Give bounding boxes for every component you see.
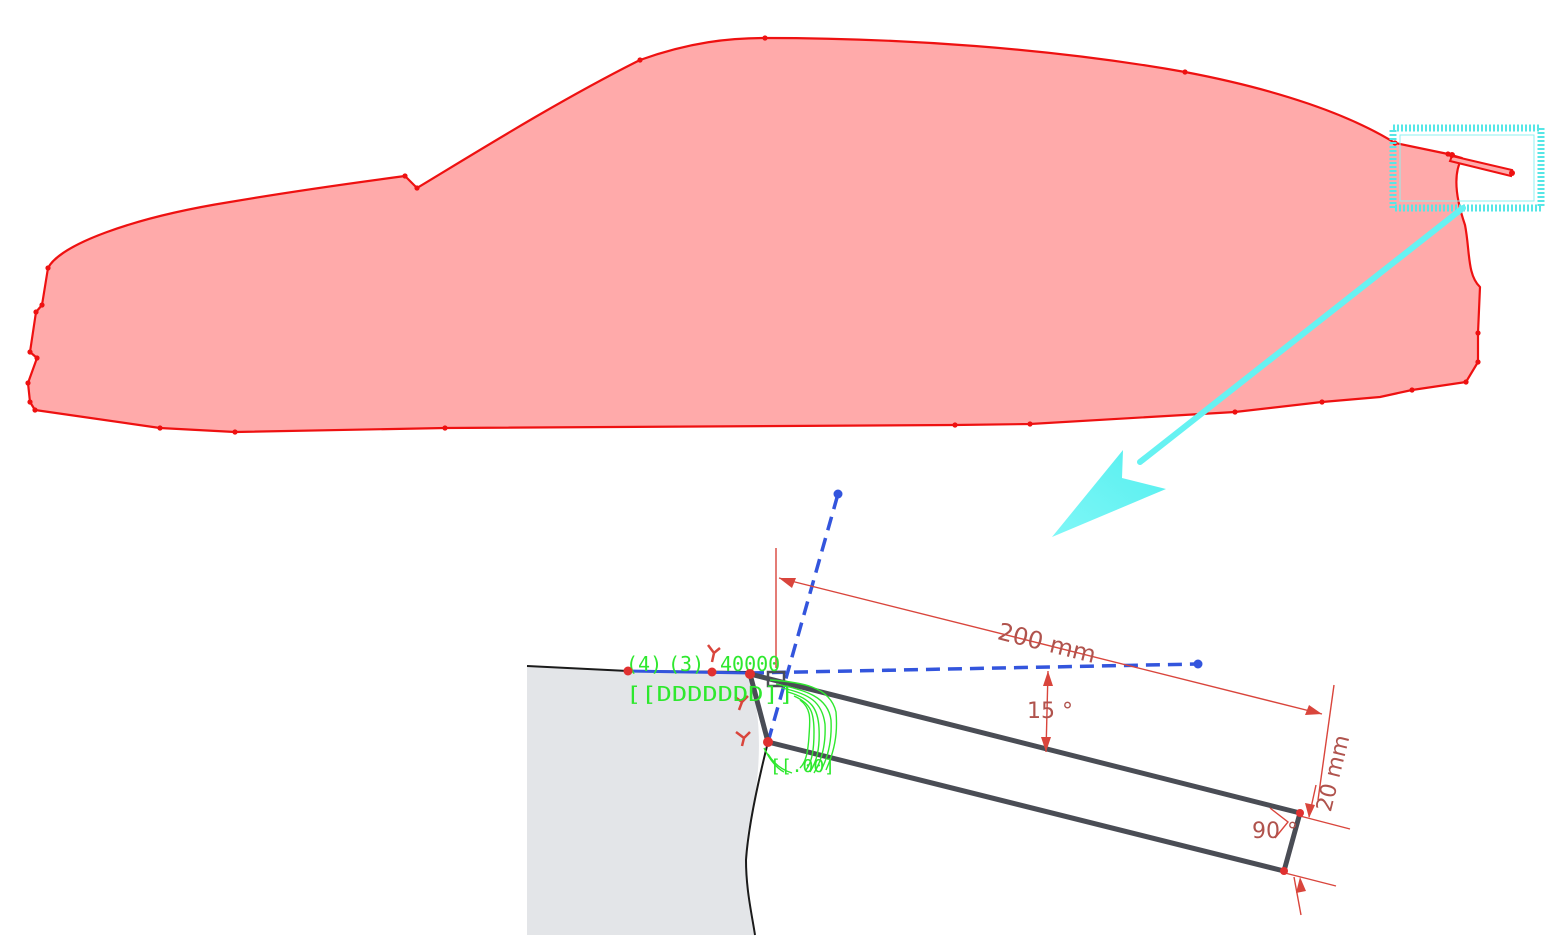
car-vertex-handle[interactable]: [1182, 69, 1188, 75]
car-vertex-handle[interactable]: [232, 429, 238, 435]
construction-line-horizontal: [749, 662, 1199, 675]
car-profile[interactable]: [25, 35, 1482, 435]
coincident-markers: [707, 644, 751, 747]
corner-angle-label: 90 °: [1252, 819, 1298, 844]
car-vertex-handle[interactable]: [45, 265, 51, 271]
constraint-glyphs: [763, 679, 838, 774]
length-dimension-label: 200 mm: [995, 618, 1099, 669]
car-vertex-handle[interactable]: [414, 185, 420, 191]
spoiler-stub: [1448, 152, 1515, 178]
car-vertex-handle[interactable]: [637, 57, 643, 63]
zoom-callout-arrow: [1052, 205, 1466, 537]
car-vertex-handle[interactable]: [442, 425, 448, 431]
construction-point: [833, 489, 843, 499]
car-vertex-handle[interactable]: [39, 302, 45, 308]
body-section-region: [527, 666, 759, 935]
car-vertex-handle[interactable]: [34, 355, 40, 361]
car-vertex-handle[interactable]: [952, 422, 958, 428]
square-marker: [766, 670, 786, 688]
car-vertex-handle[interactable]: [1319, 399, 1325, 405]
car-vertex-handle[interactable]: [157, 425, 163, 431]
car-vertex-handles[interactable]: [25, 35, 1481, 435]
car-vertex-handle[interactable]: [27, 399, 33, 405]
car-vertex-handle[interactable]: [32, 407, 38, 413]
constraint-labels: (4) (3) 40000 [[DDDDDDD]] [[.00]: [626, 652, 835, 777]
constraint-label: (3): [668, 652, 704, 676]
car-vertex-handle[interactable]: [762, 35, 768, 41]
car-vertex-handle[interactable]: [1232, 409, 1238, 415]
car-vertex-handle[interactable]: [402, 173, 408, 179]
car-vertex-handle[interactable]: [25, 380, 31, 386]
car-vertex-handle[interactable]: [1475, 330, 1481, 336]
construction-point: [1193, 659, 1203, 669]
dimension-annotations[interactable]: [775, 548, 1351, 916]
construction-line-top: [627, 669, 751, 675]
zoom-region-inner: [1399, 134, 1535, 202]
car-vertex-handle[interactable]: [1475, 359, 1481, 365]
car-outline[interactable]: [26, 36, 1482, 434]
angle-dimension-label: 15 °: [1027, 699, 1073, 724]
car-vertex-handle[interactable]: [1027, 421, 1033, 427]
car-vertex-handle[interactable]: [33, 309, 39, 315]
construction-lines[interactable]: [627, 489, 1203, 743]
sketch-points[interactable]: [623, 666, 1305, 876]
constraint-label: [[DDDDDDD]]: [626, 682, 794, 706]
zoom-region-box[interactable]: [1389, 124, 1545, 212]
constraint-label: [[.00]: [770, 756, 835, 777]
width-dimension-label: 20 mm: [1312, 733, 1355, 815]
car-vertex-handle[interactable]: [1409, 387, 1415, 393]
car-vertex-handle[interactable]: [27, 349, 33, 355]
car-vertex-handle[interactable]: [1463, 379, 1469, 385]
